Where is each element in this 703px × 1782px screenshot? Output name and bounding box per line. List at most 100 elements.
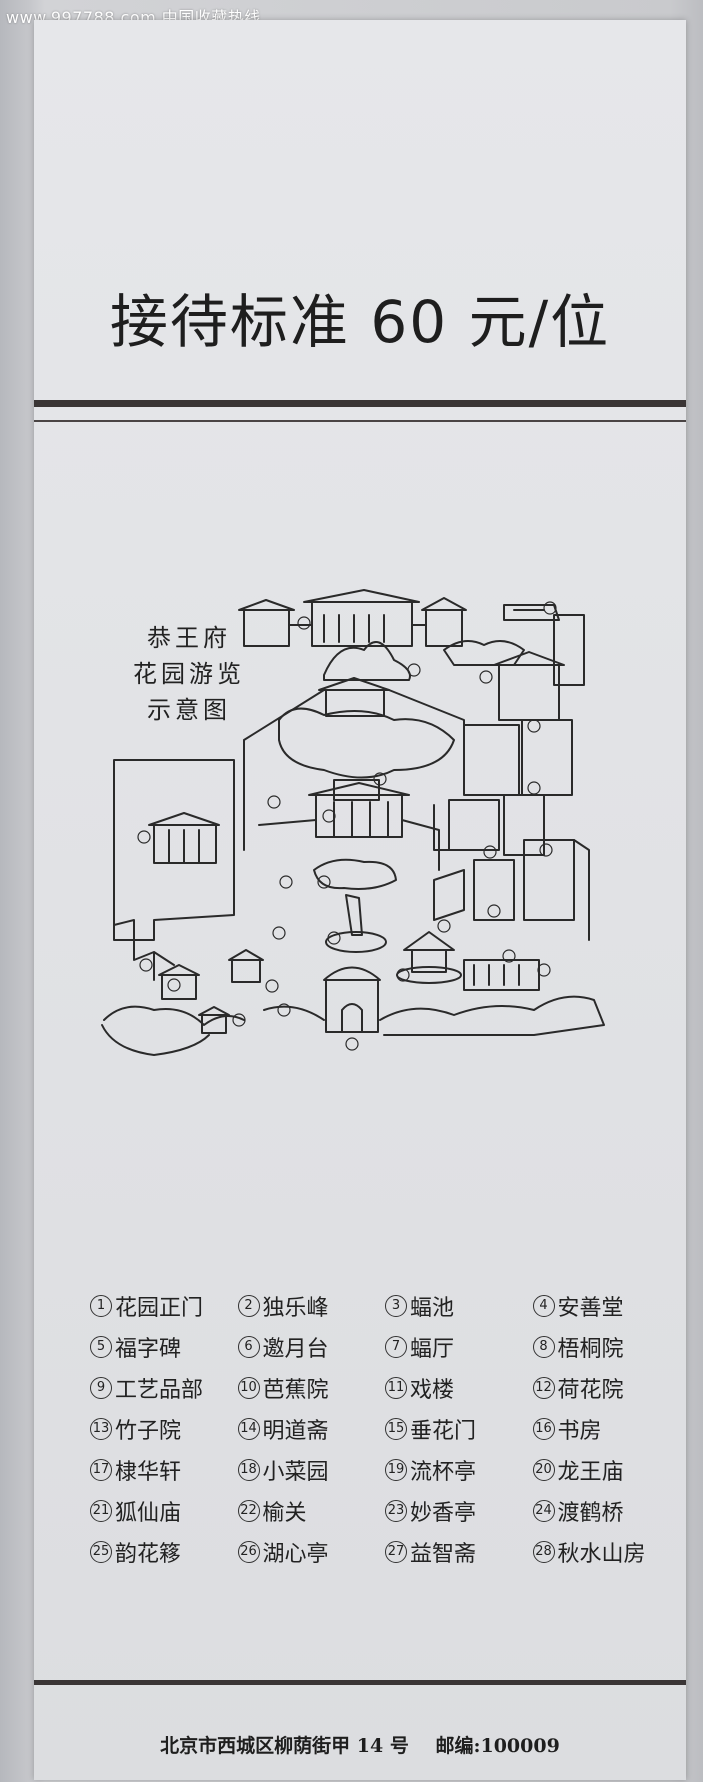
legend-number: 3: [385, 1294, 407, 1317]
legend-number: 10: [237, 1376, 260, 1399]
garden-wall: [243, 689, 465, 851]
map-title-line: 恭王府: [147, 624, 231, 652]
legend-label: 花园正门: [115, 1295, 204, 1321]
legend-number: 4: [532, 1294, 555, 1317]
legend-number: 21: [90, 1499, 112, 1522]
legend-number: 22: [237, 1499, 260, 1522]
legend-number: 17: [90, 1458, 112, 1481]
bat-pond: [313, 858, 397, 890]
legend-number: 2: [237, 1294, 260, 1317]
legend-number: 5: [90, 1335, 112, 1358]
rockery-left: [101, 1024, 210, 1056]
pavilion-liubei: [396, 931, 462, 984]
legend-number: 1: [90, 1294, 112, 1317]
map-title-line: 花园游览: [133, 660, 245, 688]
reception-standard-title: 接待标准 60 元/位: [109, 288, 611, 356]
legend-number: 19: [385, 1458, 407, 1481]
top-rule-thick: [34, 400, 686, 407]
building-yunhua: [113, 759, 235, 941]
legend-label: 福字碑: [115, 1336, 182, 1362]
map-title: 恭王府 花园游览 示意图: [114, 620, 264, 728]
legend-number: 13: [90, 1417, 112, 1440]
legend-label: 垂花门: [410, 1418, 477, 1444]
building-anshan-hall: [258, 782, 440, 871]
legend-number: 8: [532, 1335, 555, 1358]
legend-label: 戏楼: [410, 1377, 455, 1403]
map-number-markers: [137, 601, 557, 1051]
garden-map-illustration: [101, 589, 605, 1056]
legend-number: 23: [385, 1499, 407, 1522]
postcode: 邮编:100009: [435, 1735, 560, 1757]
legend-label: 安善堂: [557, 1295, 624, 1321]
legend-label: 狐仙庙: [115, 1500, 182, 1526]
legend-label: 龙王庙: [557, 1459, 624, 1485]
map-title-line: 示意图: [147, 696, 231, 724]
legend-label: 蝠厅: [410, 1336, 455, 1362]
legend-number: 28: [532, 1540, 555, 1563]
legend-label: 渡鹤桥: [557, 1500, 624, 1526]
street-address: 北京市西城区柳荫街甲 14 号: [160, 1735, 409, 1757]
legend-number: 6: [237, 1335, 260, 1358]
legend-label: 梧桐院: [557, 1336, 624, 1362]
legend-label: 小菜园: [262, 1459, 329, 1485]
ticket: 接待标准 60 元/位: [34, 20, 686, 1780]
rockery-top: [323, 641, 411, 681]
legend-label: 秋水山房: [557, 1541, 646, 1567]
building-moon-terrace: [278, 677, 455, 801]
legend-label: 书房: [557, 1418, 602, 1444]
legend-label: 荷花院: [557, 1377, 624, 1403]
legend-label: 蝠池: [410, 1295, 455, 1321]
legend-label: 湖心亭: [262, 1541, 329, 1567]
zigzag-wall: [113, 919, 175, 981]
legend-number: 26: [237, 1540, 260, 1563]
rockery-band: [103, 995, 605, 1036]
legend-number: 9: [90, 1376, 112, 1399]
legend-number: 24: [532, 1499, 555, 1522]
rockery-right: [443, 640, 525, 666]
building-bat-hall: [238, 589, 467, 647]
legend-number: 12: [532, 1376, 555, 1399]
legend-label: 棣华轩: [115, 1459, 182, 1485]
address-line: 北京市西城区柳荫街甲 14 号 邮编:100009: [34, 1731, 686, 1758]
legend-number: 27: [385, 1540, 407, 1563]
vegetable-garden: [463, 959, 540, 991]
building-right-cluster: [433, 651, 590, 941]
legend-number: 18: [237, 1458, 260, 1481]
legend-label: 竹子院: [115, 1418, 182, 1444]
legend-number: 7: [385, 1335, 407, 1358]
top-rule-thin: [34, 420, 686, 422]
legend-label: 明道斋: [262, 1418, 329, 1444]
